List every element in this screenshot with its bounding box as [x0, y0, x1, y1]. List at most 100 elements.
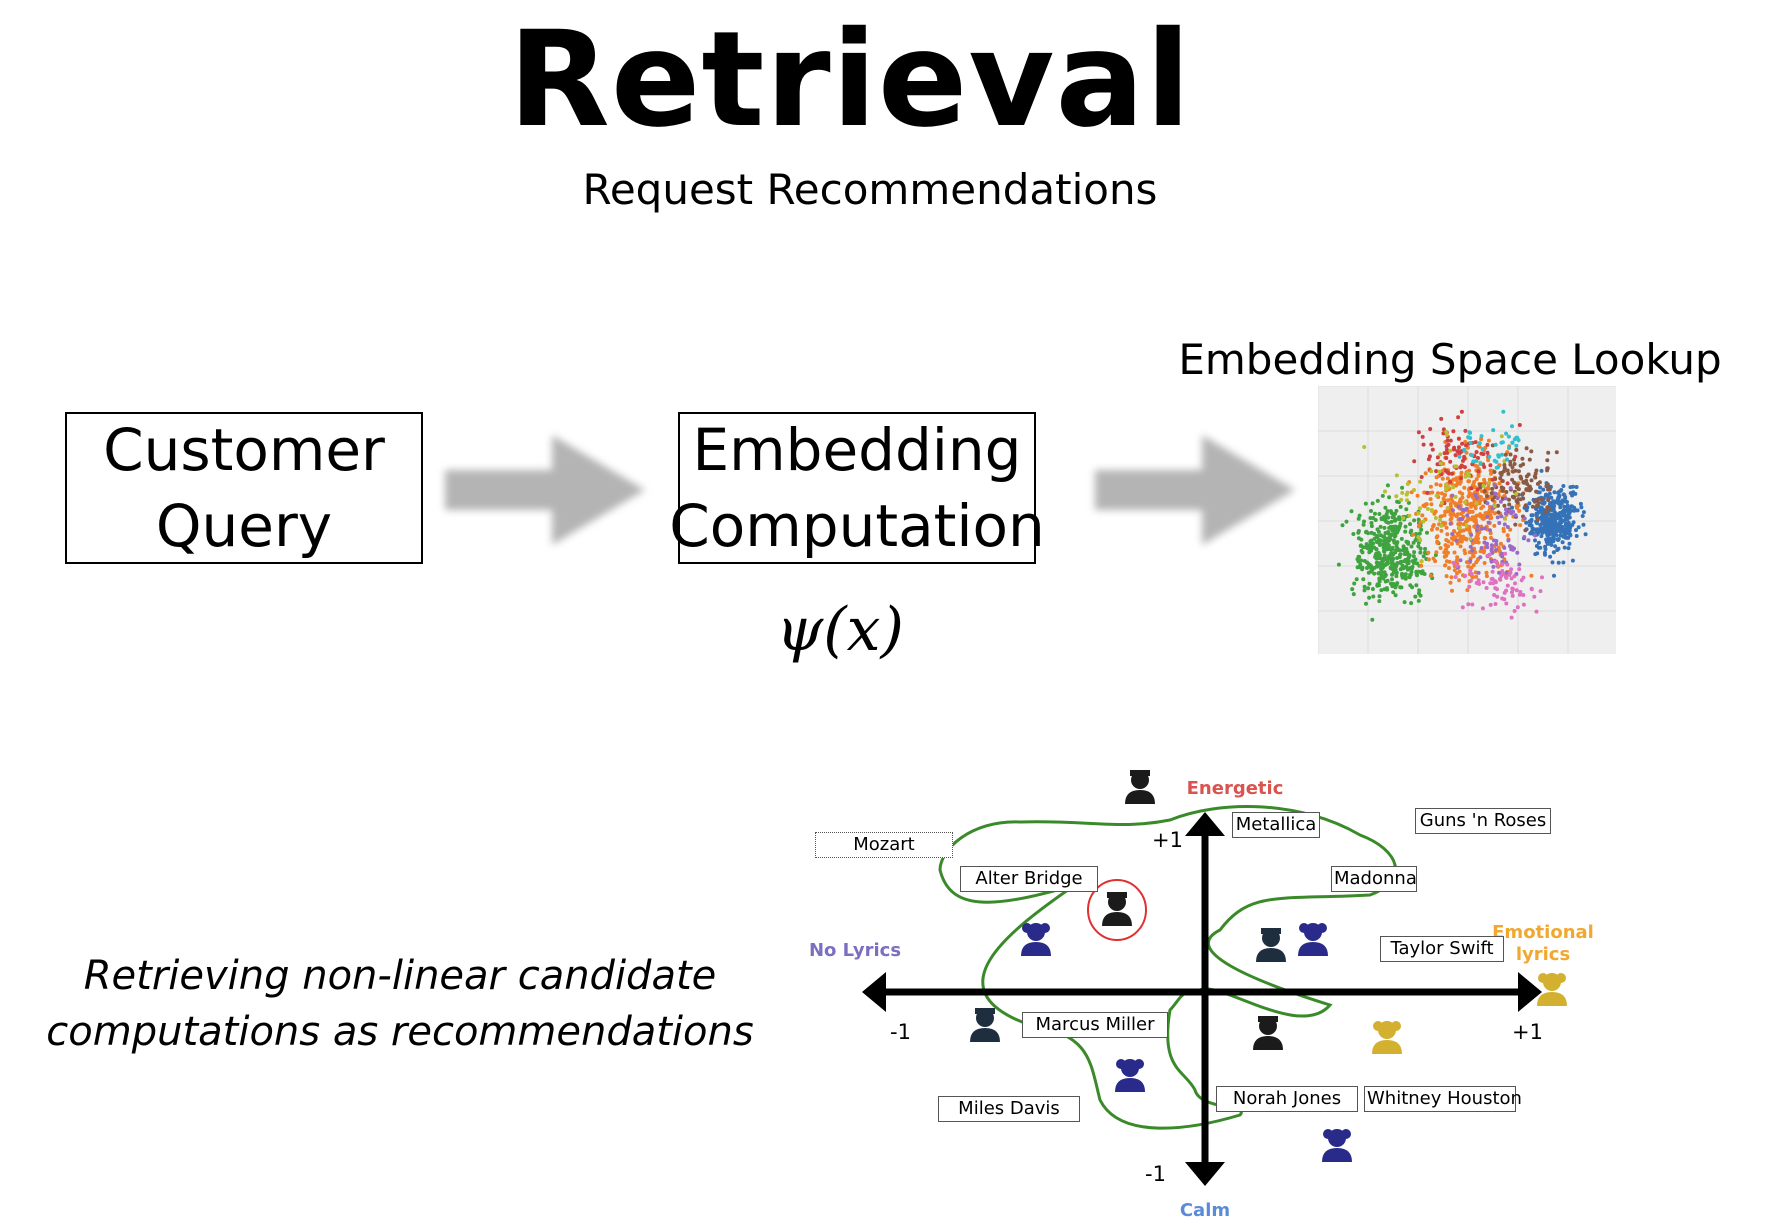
scatter-point: [1366, 586, 1371, 591]
scatter-point: [1448, 580, 1453, 585]
scatter-point: [1556, 538, 1561, 542]
scatter-point: [1423, 471, 1428, 476]
scatter-point: [1514, 485, 1519, 490]
scatter-point: [1529, 518, 1533, 523]
scatter-point: [1449, 575, 1454, 580]
scatter-point: [1575, 508, 1580, 513]
scatter-point: [1510, 593, 1515, 598]
scatter-point: [1378, 538, 1383, 543]
scatter-point: [1530, 513, 1535, 518]
scatter-point: [1476, 536, 1480, 541]
scatter-point: [1417, 531, 1422, 536]
scatter-point: [1344, 519, 1349, 524]
scatter-point: [1379, 516, 1384, 521]
scatter-point: [1471, 459, 1476, 464]
scatter-point: [1536, 540, 1541, 545]
scatter-point: [1479, 437, 1484, 442]
scatter-point: [1425, 530, 1429, 535]
scatter-point: [1516, 469, 1521, 474]
scatter-point: [1375, 498, 1380, 503]
artist-label: Metallica: [1232, 812, 1320, 838]
scatter-point: [1486, 485, 1491, 490]
scatter-point: [1369, 524, 1374, 529]
scatter-point: [1464, 519, 1468, 524]
scatter-point: [1532, 594, 1537, 599]
scatter-point: [1500, 562, 1505, 567]
scatter-point: [1541, 487, 1546, 492]
scatter-point: [1366, 531, 1371, 536]
scatter-point: [1465, 471, 1470, 476]
scatter-point: [1572, 508, 1577, 513]
scatter-point: [1470, 453, 1474, 458]
scatter-point: [1483, 536, 1488, 541]
scatter-point: [1521, 480, 1526, 485]
scatter-point: [1533, 498, 1538, 503]
scatter-point: [1570, 522, 1575, 527]
scatter-point: [1368, 516, 1373, 520]
scatter-point: [1484, 570, 1489, 575]
scatter-point: [1411, 554, 1416, 559]
scatter-point: [1429, 508, 1434, 512]
scatter-point: [1412, 550, 1417, 555]
scatter-point: [1463, 474, 1468, 479]
scatter-point: [1496, 503, 1500, 508]
scatter-point: [1487, 454, 1492, 459]
scatter-point: [1394, 494, 1399, 499]
scatter-point: [1418, 479, 1423, 484]
scatter-point: [1372, 536, 1377, 541]
scatter-point: [1366, 546, 1371, 551]
scatter-point: [1451, 560, 1456, 565]
scatter-point: [1495, 564, 1500, 569]
scatter-point: [1377, 579, 1382, 584]
scatter-point: [1379, 566, 1383, 571]
scatter-point: [1461, 508, 1466, 512]
scatter-point: [1361, 522, 1366, 527]
scatter-point: [1474, 450, 1479, 454]
scatter-point: [1435, 526, 1440, 531]
user-male-icon: [1256, 928, 1286, 962]
scatter-point: [1363, 501, 1368, 506]
scatter-point: [1560, 525, 1565, 529]
scatter-point: [1482, 489, 1487, 494]
scatter-point: [1397, 517, 1402, 522]
scatter-point: [1539, 534, 1544, 539]
scatter-point: [1422, 490, 1427, 495]
scatter-point: [1444, 553, 1449, 558]
scatter-point: [1386, 543, 1391, 548]
scatter-point: [1492, 593, 1497, 597]
scatter-point: [1510, 545, 1515, 550]
scatter-point: [1505, 481, 1510, 486]
scatter-point: [1442, 451, 1447, 456]
scatter-point: [1439, 514, 1444, 519]
scatter-point: [1507, 502, 1512, 507]
scatter-point: [1444, 525, 1449, 530]
scatter-point: [1561, 560, 1566, 565]
customer-query-line2: Query: [155, 492, 333, 560]
scatter-point: [1545, 458, 1550, 463]
scatter-point: [1357, 513, 1362, 518]
scatter-point: [1502, 503, 1507, 508]
scatter-point: [1556, 490, 1561, 495]
scatter-point: [1466, 602, 1471, 607]
scatter-point: [1489, 548, 1494, 553]
scatter-point: [1568, 533, 1573, 538]
scatter-point: [1498, 541, 1503, 546]
scatter-point: [1384, 547, 1389, 552]
scatter-point: [1426, 550, 1431, 555]
scatter-point: [1383, 537, 1388, 541]
scatter-point: [1468, 536, 1473, 541]
scatter-point: [1479, 434, 1484, 439]
scatter-point: [1426, 457, 1431, 462]
scatter-point: [1473, 506, 1478, 511]
scatter-point: [1512, 462, 1517, 466]
scatter-point: [1533, 471, 1538, 476]
scatter-point: [1529, 449, 1534, 454]
scatter-point: [1500, 554, 1505, 559]
scatter-point: [1534, 544, 1539, 548]
scatter-point: [1387, 537, 1392, 542]
scatter-point: [1446, 498, 1450, 503]
scatter-point: [1376, 529, 1381, 534]
scatter-point: [1495, 496, 1500, 501]
scatter-point: [1484, 574, 1489, 579]
scatter-point: [1556, 560, 1561, 565]
